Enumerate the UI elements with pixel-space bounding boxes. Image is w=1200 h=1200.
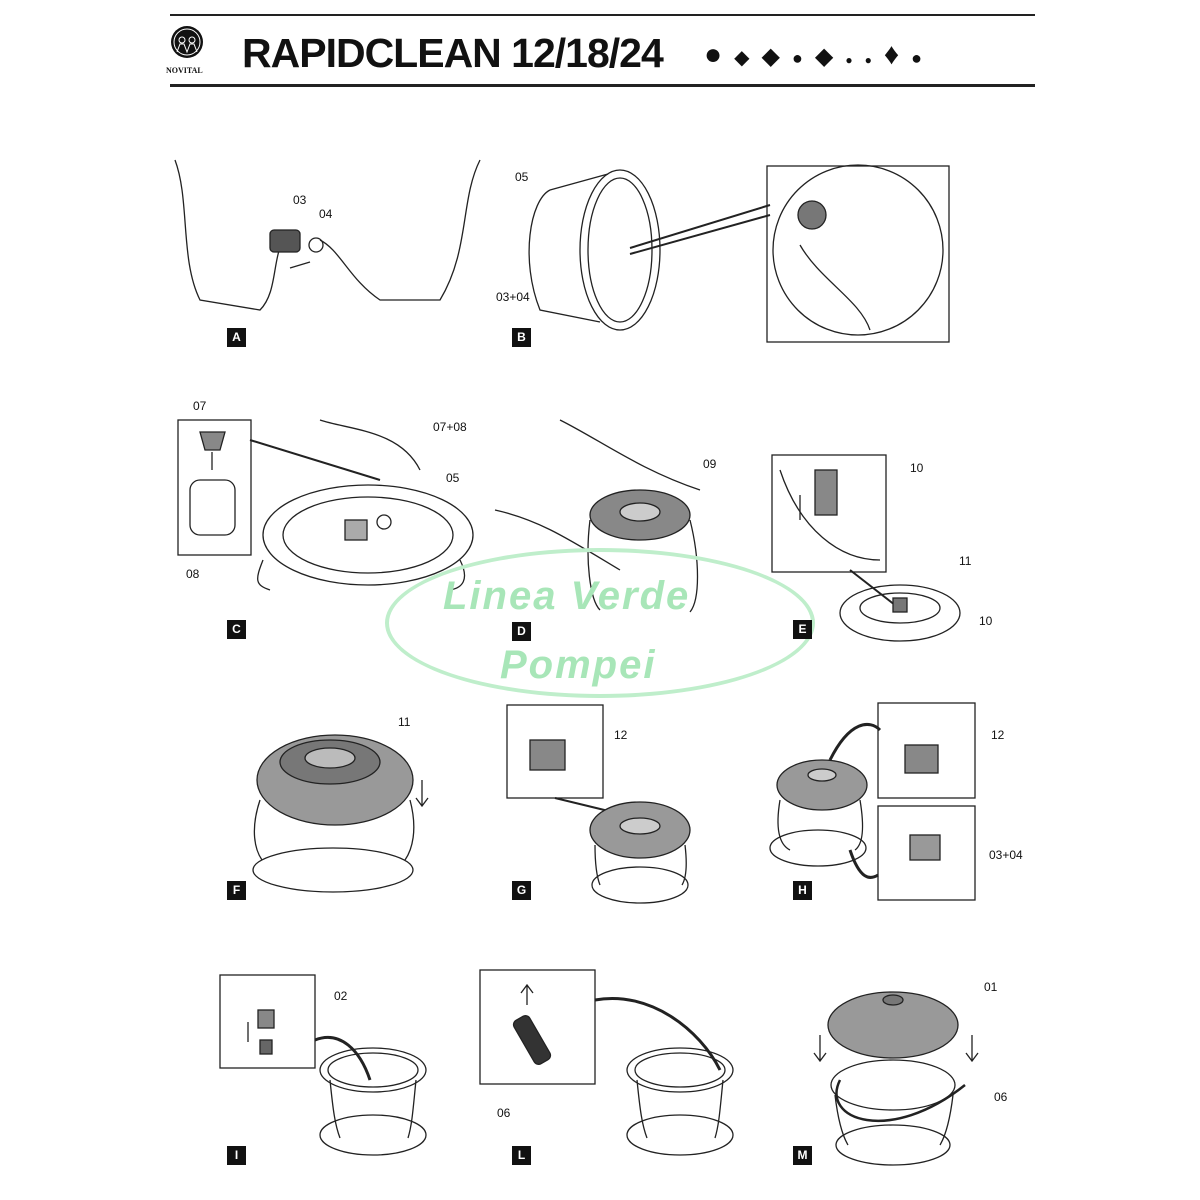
illustration-h	[769, 702, 976, 901]
step-tag-f: F	[227, 881, 246, 900]
poultry-icons: ●◆◆●◆●●♦●	[704, 38, 934, 77]
novital-logo	[171, 26, 203, 58]
part-label: 07	[193, 399, 207, 413]
step-tag-m: M	[793, 1146, 812, 1165]
part-label: 05	[446, 471, 460, 485]
illustration-f	[252, 734, 429, 893]
partridge-icon: ◆	[734, 47, 762, 69]
guinea-fowl-icon: ●	[911, 48, 935, 68]
part-label: 07+08	[433, 420, 467, 434]
illustration-b	[528, 164, 950, 343]
part-label: 02	[334, 989, 348, 1003]
watermark-ellipse	[385, 548, 815, 698]
part-label: 11	[959, 554, 972, 568]
step-tag-e: E	[793, 620, 812, 639]
chicks-icon: ●●	[845, 53, 884, 67]
illustration-m	[813, 991, 979, 1166]
watermark-line2: Pompei	[500, 643, 657, 687]
header-top-rule	[170, 14, 1035, 16]
part-label: 06	[497, 1106, 511, 1120]
illustration-c	[177, 419, 474, 591]
part-label: 03	[293, 193, 307, 207]
quail-icon: ●	[791, 48, 815, 68]
turkey-icon: ●	[704, 38, 735, 71]
illustration-i	[219, 974, 427, 1156]
watermark-line1: Linea Verde	[443, 574, 691, 618]
part-label: 10	[910, 461, 924, 475]
step-tag-a: A	[227, 328, 246, 347]
illustration-g	[506, 704, 691, 904]
part-label: 10	[979, 614, 993, 628]
illustration-e	[771, 454, 961, 642]
step-tag-l: L	[512, 1146, 531, 1165]
brand-name: NOVITAL	[166, 66, 203, 75]
step-tag-b: B	[512, 328, 531, 347]
duck-icon: ◆	[761, 43, 792, 70]
part-label: 05	[515, 170, 529, 184]
step-tag-g: G	[512, 881, 531, 900]
step-tag-i: I	[227, 1146, 246, 1165]
step-tag-d: D	[512, 622, 531, 641]
part-label: 06	[994, 1090, 1008, 1104]
page-title: RAPIDCLEAN 12/18/24	[242, 30, 664, 76]
part-label: 03+04	[989, 848, 1023, 862]
part-label: 08	[186, 567, 200, 581]
step-tag-c: C	[227, 620, 246, 639]
illustration-l	[479, 969, 734, 1156]
illustration-a	[174, 159, 481, 311]
part-label: 12	[614, 728, 628, 742]
step-tag-h: H	[793, 881, 812, 900]
hen-icon: ◆	[814, 43, 846, 70]
rooster-icon: ♦	[883, 38, 912, 71]
part-label: 11	[398, 715, 411, 729]
part-label: 09	[703, 457, 717, 471]
part-label: 04	[319, 207, 333, 221]
part-label: 01	[984, 980, 998, 994]
part-label: 12	[991, 728, 1005, 742]
part-label: 03+04	[496, 290, 530, 304]
header-bottom-rule	[170, 84, 1035, 87]
